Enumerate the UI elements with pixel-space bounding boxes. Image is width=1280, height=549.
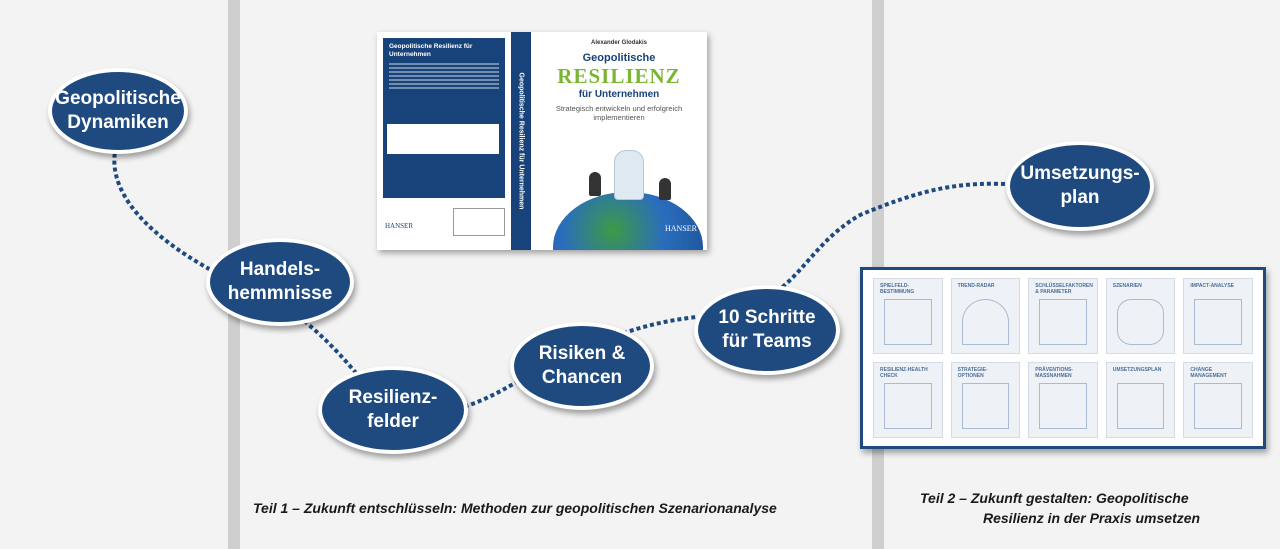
- book-title-line2: RESILIENZ: [557, 64, 681, 88]
- method-card: Umsetzungsplan: [1105, 362, 1176, 438]
- method-title: Präventions-Massnahmen: [1035, 367, 1073, 379]
- book-spine: Geopolitische Resilienz für Unternehmen: [511, 32, 531, 250]
- barcode-icon: [453, 208, 505, 236]
- chess-knight-icon: [614, 150, 644, 200]
- book-back-publisher: HANSER: [385, 222, 414, 230]
- book-front-publisher: HANSER: [664, 224, 697, 233]
- node-risiken-chancen: Risiken & Chancen: [510, 322, 654, 410]
- book-title-line1: Geopolitische: [582, 52, 656, 64]
- method-title: Resilienz-Health Check: [880, 367, 928, 379]
- node-label: Handels- hemmnisse: [227, 259, 333, 304]
- method-title: Impact-Analyse: [1190, 283, 1235, 289]
- method-card: Change Management: [1183, 362, 1253, 438]
- node-handelshemmnisse: Handels- hemmnisse: [206, 238, 354, 326]
- globe-icon: [553, 192, 703, 250]
- method-title: Szenarien: [1112, 283, 1142, 289]
- node-label: Geopolitische Dynamiken: [55, 88, 181, 133]
- caption-teil2-line1: Teil 2 – Zukunft gestalten: Geopolitisch…: [920, 490, 1189, 506]
- method-title: Change Management: [1190, 367, 1227, 379]
- book-back-cover: Geopolitische Resilienz für Unternehmen …: [377, 32, 511, 250]
- method-card: Trend-Radar: [950, 278, 1021, 354]
- book-spine-title: Geopolitische Resilienz für Unternehmen: [517, 72, 525, 210]
- node-resilienzfelder: Resilienz- felder: [318, 366, 468, 454]
- method-title: Schlüsselfaktoren & Parameter: [1035, 283, 1093, 295]
- method-card: Spielfeld-Bestimmung: [873, 278, 943, 354]
- node-label: Resilienz- felder: [348, 387, 438, 432]
- book-title-line3: für Unternehmen: [578, 89, 660, 100]
- node-label: Risiken & Chancen: [538, 343, 626, 388]
- caption-teil2-line2: Resilienz in der Praxis umsetzen: [983, 510, 1201, 526]
- node-geopolitische-dynamiken: Geopolitische Dynamiken: [48, 68, 188, 154]
- node-10-schritte: 10 Schritte für Teams: [694, 285, 840, 375]
- method-card: Szenarien: [1105, 278, 1176, 354]
- node-label: Umsetzungs- plan: [1020, 163, 1140, 208]
- node-label: 10 Schritte für Teams: [718, 307, 816, 352]
- book-front-cover: Alexander Glodakis Geopolitische RESILIE…: [531, 32, 707, 250]
- chess-pawn-icon: [659, 178, 671, 200]
- chess-pawn-icon: [589, 172, 601, 196]
- method-card: Schlüsselfaktoren & Parameter: [1028, 278, 1098, 354]
- method-tools-grid: Spielfeld-Bestimmung Trend-Radar Schlüss…: [860, 267, 1266, 449]
- method-card: Präventions-Massnahmen: [1028, 362, 1098, 438]
- method-card: Strategie-Optionen: [950, 362, 1021, 438]
- node-umsetzungsplan: Umsetzungs- plan: [1006, 141, 1154, 231]
- method-title: Trend-Radar: [957, 283, 995, 289]
- method-card: Impact-Analyse: [1183, 278, 1253, 354]
- caption-teil1: Teil 1 – Zukunft entschlüsseln: Methoden…: [253, 500, 777, 516]
- book-back-title: Geopolitische Resilienz für Unternehmen: [389, 43, 473, 58]
- method-card: Resilienz-Health Check: [873, 362, 943, 438]
- method-title: Strategie-Optionen: [957, 367, 988, 379]
- book-cover: Geopolitische Resilienz für Unternehmen …: [377, 32, 707, 250]
- book-subtitle: Strategisch entwickeln und erfolgreich i…: [555, 104, 683, 122]
- method-title: Umsetzungsplan: [1112, 367, 1162, 373]
- book-author: Alexander Glodakis: [590, 40, 648, 46]
- method-title: Spielfeld-Bestimmung: [880, 283, 915, 295]
